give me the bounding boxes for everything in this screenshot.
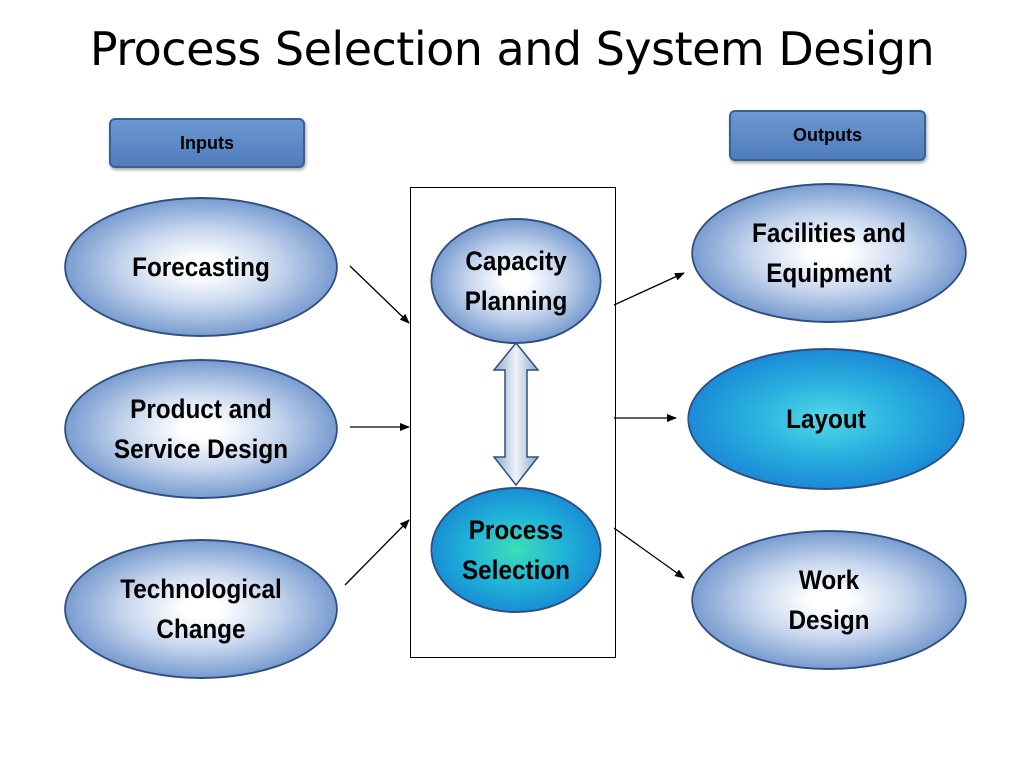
input-product-service-design: Product and Service Design [64,359,338,499]
output-facilities-equipment-label: Facilities and Equipment [752,218,906,288]
arrow-tech-change [344,519,410,586]
center-capacity-planning: Capacity Planning [430,218,602,344]
center-process-selection-label: Process Selection [461,515,571,585]
outputs-label-text: Outputs [793,125,862,145]
center-capacity-planning-label: Capacity Planning [464,246,568,316]
arrow-work-design [613,527,685,579]
output-facilities-equipment: Facilities and Equipment [691,183,967,323]
input-forecasting-label: Forecasting [132,252,270,282]
inputs-label: Inputs [109,118,305,168]
arrow-facilities [613,272,685,306]
output-work-design-label: Work Design [788,565,870,635]
input-forecasting: Forecasting [64,197,338,337]
input-technological-change: Technological Change [64,539,338,679]
input-product-service-design-label: Product and Service Design [113,394,289,464]
arrow-forecasting [349,265,410,324]
double-arrow [492,341,540,487]
output-work-design: Work Design [691,530,967,670]
input-technological-change-label: Technological Change [120,574,282,644]
output-layout: Layout [687,348,965,490]
inputs-label-text: Inputs [180,132,234,153]
outputs-label: Outputs [729,110,926,161]
center-process-selection: Process Selection [430,487,602,613]
output-layout-label: Layout [786,404,866,434]
page-title: Process Selection and System Design [89,22,935,76]
